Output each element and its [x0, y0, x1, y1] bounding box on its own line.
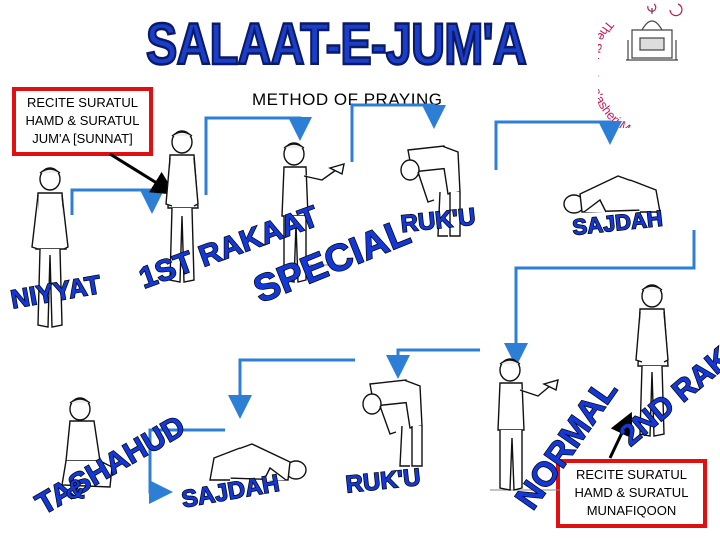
- qunoot-figure-2: [497, 358, 559, 491]
- flow-arrow-sajdah-to-qiyam2: [504, 230, 696, 367]
- sajdah-figure-2: [209, 443, 307, 481]
- tashahud-figure: [61, 397, 113, 488]
- flow-arrow-qiyam2-to-qunoot2: [386, 348, 480, 379]
- sajdah-figure-1: [563, 175, 661, 214]
- flow-arrow-ruku-to-sajdah: [494, 120, 622, 170]
- standing-figure-qiyam: [165, 130, 199, 283]
- flow-arrow-niyyat-to-qiyam: [70, 188, 164, 215]
- mosque-icon: [626, 3, 683, 61]
- flow-arrow-ruku2-to-sajdah2: [148, 428, 225, 504]
- madressa-logo: The Shia Ithna'asheri Madressa: [598, 3, 683, 128]
- ruku-figure-2: [362, 379, 423, 467]
- ruku-figure-1: [400, 145, 461, 237]
- note-line: HAMD & SURATUL: [574, 485, 689, 500]
- qunoot-figure-1: [281, 142, 345, 283]
- standing-figure-niyyat: [31, 167, 69, 328]
- note-line: MUNAFIQOON: [586, 503, 677, 518]
- note-line: RECITE SURATUL: [576, 467, 687, 482]
- note-box-bottom: RECITE SURATUL HAMD & SURATUL MUNAFIQOON: [556, 459, 707, 528]
- pointer-arrow-top: [109, 152, 176, 195]
- note-box-top: RECITE SURATUL HAMD & SURATUL JUM'A [SUN…: [12, 87, 153, 156]
- pointer-arrow-bottom: [608, 411, 633, 459]
- flow-arrow-qunoot-to-ruku: [350, 103, 446, 162]
- flow-arrow-qunoot2-to-ruku2: [228, 358, 355, 419]
- page-title: SALAAT-E-JUM'A: [145, 11, 529, 79]
- page-title-text: SALAAT-E-JUM'A: [146, 12, 526, 77]
- standing-figure-second-rakaat: [635, 284, 669, 437]
- note-line: HAMD & SURATUL: [25, 113, 140, 128]
- note-line: JUM'A [SUNNAT]: [32, 131, 133, 146]
- flow-arrow-qiyam-to-qunoot: [204, 116, 312, 195]
- note-line: RECITE SURATUL: [27, 95, 138, 110]
